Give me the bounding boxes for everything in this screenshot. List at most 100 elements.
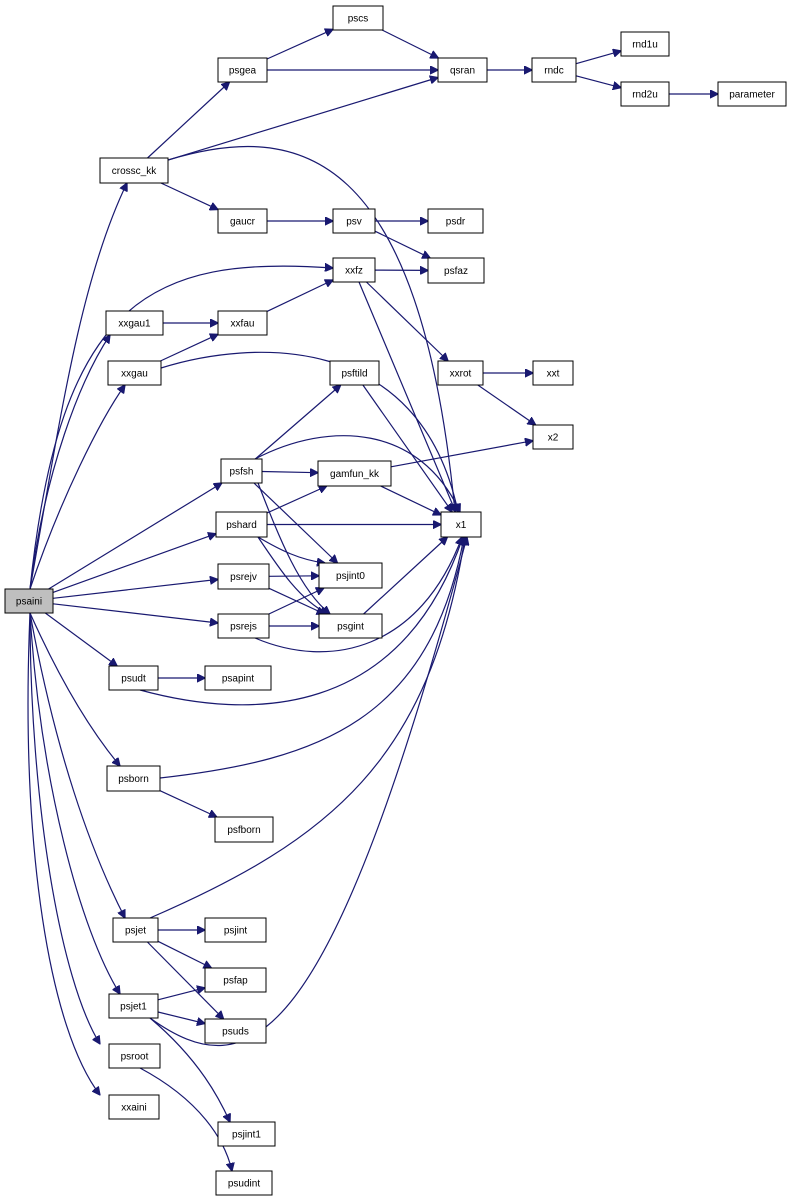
node-psjint0[interactable]: psjint0 bbox=[318, 562, 383, 589]
node-box bbox=[427, 257, 485, 284]
node-xxgau1[interactable]: xxgau1 bbox=[105, 310, 164, 336]
edge-psaini-to-xxaini bbox=[27, 612, 100, 1095]
node-box bbox=[112, 917, 159, 943]
node-gamfun_kk[interactable]: gamfun_kk bbox=[317, 460, 392, 487]
node-x1[interactable]: x1 bbox=[440, 511, 482, 538]
node-label: xxt bbox=[547, 369, 560, 380]
node-label: psgint bbox=[337, 622, 364, 633]
node-xxaini[interactable]: xxaini bbox=[108, 1094, 160, 1120]
edge-xxfz-to-xxrot bbox=[365, 281, 448, 361]
node-pscs[interactable]: pscs bbox=[332, 5, 384, 31]
node-psuds[interactable]: psuds bbox=[204, 1018, 267, 1044]
edge-psrejs-to-psjint0 bbox=[268, 588, 324, 615]
node-label: psfsh bbox=[230, 467, 254, 478]
edge-psrejs-to-x1 bbox=[254, 537, 462, 653]
node-xxgau[interactable]: xxgau bbox=[107, 360, 162, 386]
node-psrejv[interactable]: psrejv bbox=[217, 563, 270, 590]
node-box bbox=[217, 613, 270, 639]
node-psborn[interactable]: psborn bbox=[106, 765, 161, 792]
node-psgint[interactable]: psgint bbox=[318, 613, 383, 639]
edge-psaini-to-psroot bbox=[29, 612, 100, 1044]
edge-xxgau-to-xxfau bbox=[160, 334, 218, 362]
node-psaini[interactable]: psaini bbox=[4, 588, 54, 614]
node-pshard[interactable]: pshard bbox=[215, 511, 268, 538]
node-box bbox=[217, 1121, 276, 1147]
node-psjet1[interactable]: psjet1 bbox=[108, 993, 159, 1019]
node-label: xxfz bbox=[345, 266, 363, 277]
edge-psaini-to-psjet1 bbox=[29, 612, 120, 994]
node-box bbox=[108, 1043, 161, 1069]
node-box bbox=[332, 257, 376, 283]
node-label: crossc_kk bbox=[112, 166, 157, 177]
node-label: xxrot bbox=[450, 369, 472, 380]
node-psfsh[interactable]: psfsh bbox=[220, 458, 263, 484]
node-label: psudint bbox=[228, 1179, 260, 1190]
node-psudt[interactable]: psudt bbox=[108, 665, 159, 691]
node-parameter[interactable]: parameter bbox=[717, 81, 787, 107]
node-box bbox=[108, 1094, 160, 1120]
node-box bbox=[99, 157, 169, 184]
node-box bbox=[107, 360, 162, 386]
edge-psfsh-to-gamfun_kk bbox=[261, 472, 318, 473]
node-psfborn[interactable]: psfborn bbox=[214, 816, 274, 843]
node-box bbox=[204, 917, 267, 943]
node-psv[interactable]: psv bbox=[332, 208, 376, 234]
node-psdr[interactable]: psdr bbox=[427, 208, 484, 234]
edge-pshard-to-psjint0 bbox=[257, 536, 325, 563]
node-label: psgea bbox=[229, 66, 257, 77]
node-box bbox=[620, 31, 670, 57]
node-label: psjet1 bbox=[120, 1002, 147, 1013]
node-xxfau[interactable]: xxfau bbox=[217, 310, 268, 336]
node-label: gaucr bbox=[230, 217, 256, 228]
node-box bbox=[217, 310, 268, 336]
node-x2[interactable]: x2 bbox=[532, 424, 574, 450]
node-qsran[interactable]: qsran bbox=[437, 57, 488, 83]
node-rnd1u[interactable]: rnd1u bbox=[620, 31, 670, 57]
node-psudint[interactable]: psudint bbox=[215, 1170, 273, 1196]
node-box bbox=[217, 563, 270, 590]
node-xxt[interactable]: xxt bbox=[532, 360, 574, 386]
edge-psftild-to-x1 bbox=[362, 384, 452, 512]
node-psapint[interactable]: psapint bbox=[204, 665, 272, 691]
node-box bbox=[217, 57, 268, 83]
edge-psfsh-to-psjint0 bbox=[253, 482, 338, 563]
edge-psaini-to-psjet bbox=[29, 612, 125, 918]
node-box bbox=[215, 511, 268, 538]
node-box bbox=[204, 967, 267, 993]
node-label: psaini bbox=[16, 597, 42, 608]
edge-psaini-to-psrejv bbox=[52, 579, 218, 599]
edge-psaini-to-psudt bbox=[44, 612, 117, 666]
node-psfap[interactable]: psfap bbox=[204, 967, 267, 993]
edge-psudt-to-x1 bbox=[139, 537, 463, 706]
node-psroot[interactable]: psroot bbox=[108, 1043, 161, 1069]
node-box bbox=[4, 588, 54, 614]
node-label: pshard bbox=[226, 520, 257, 531]
edge-psjet1-to-x1 bbox=[149, 537, 467, 1046]
node-psfaz[interactable]: psfaz bbox=[427, 257, 485, 284]
node-box bbox=[108, 993, 159, 1019]
edge-psaini-to-xxgau bbox=[29, 385, 125, 590]
node-box bbox=[215, 1170, 273, 1196]
node-label: gamfun_kk bbox=[330, 469, 380, 480]
node-xxfz[interactable]: xxfz bbox=[332, 257, 376, 283]
node-box bbox=[532, 360, 574, 386]
node-label: psuds bbox=[222, 1027, 249, 1038]
edge-psfsh-to-psftild bbox=[254, 385, 340, 460]
node-psrejs[interactable]: psrejs bbox=[217, 613, 270, 639]
node-gaucr[interactable]: gaucr bbox=[217, 208, 268, 234]
node-xxrot[interactable]: xxrot bbox=[437, 360, 484, 386]
node-psjint1[interactable]: psjint1 bbox=[217, 1121, 276, 1147]
node-psjet[interactable]: psjet bbox=[112, 917, 159, 943]
node-rndc[interactable]: rndc bbox=[531, 57, 577, 83]
node-label: psv bbox=[346, 217, 362, 228]
node-psjint[interactable]: psjint bbox=[204, 917, 267, 943]
edge-crossc_kk-to-psgea bbox=[147, 82, 230, 159]
node-crossc_kk[interactable]: crossc_kk bbox=[99, 157, 169, 184]
node-label: psjint bbox=[224, 926, 248, 937]
node-rnd2u[interactable]: rnd2u bbox=[620, 81, 670, 107]
edge-psjet1-to-psjint1 bbox=[149, 1017, 230, 1122]
node-psgea[interactable]: psgea bbox=[217, 57, 268, 83]
edge-psjet-to-psuds bbox=[146, 941, 223, 1019]
node-psftild[interactable]: psftild bbox=[329, 360, 380, 386]
